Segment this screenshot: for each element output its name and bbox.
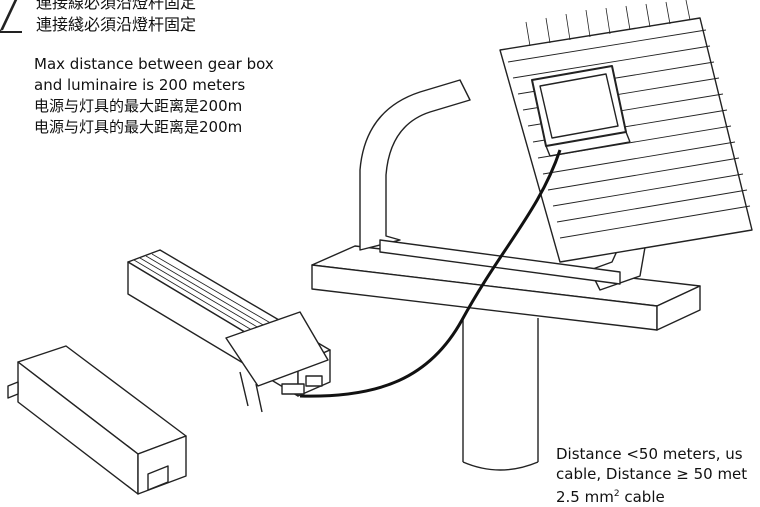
gear-box [127,249,331,413]
warning-text-line2: 連接綫必須沿燈杆固定 [36,15,197,34]
luminaire-driver-box [531,65,631,157]
distance-note-line2: and luminaire is 200 meters [34,76,246,94]
warning-triangle-icon [0,0,22,33]
cable-size-unit: cable [619,488,665,506]
crossarm [311,245,701,331]
secondary-box [7,345,187,495]
cable-note-line3: 2.5 mm2 cable [556,484,747,507]
distance-note: Max distance between gear box and lumina… [34,54,274,138]
distance-note-line1: Max distance between gear box [34,55,274,73]
warning-text-line1: 連接線必須沿燈杆固定 [36,0,197,12]
cable-size-superscript: 2 [613,489,620,499]
distance-note-line4: 电源与灯具的最大距离是200m [34,118,243,136]
cable-note-line1: Distance <50 meters, us [556,445,743,463]
distance-note-line3: 电源与灯具的最大距离是200m [34,97,243,115]
pole [462,318,539,471]
cable-note: Distance <50 meters, us cable, Distance … [556,444,747,507]
connection-cable [299,149,562,398]
cable-note-line2: cable, Distance ≥ 50 met [556,465,748,483]
cable-size-value: 2.5 mm [556,488,614,506]
warning-text: 連接線必須沿燈杆固定 連接綫必須沿燈杆固定 [36,0,196,36]
